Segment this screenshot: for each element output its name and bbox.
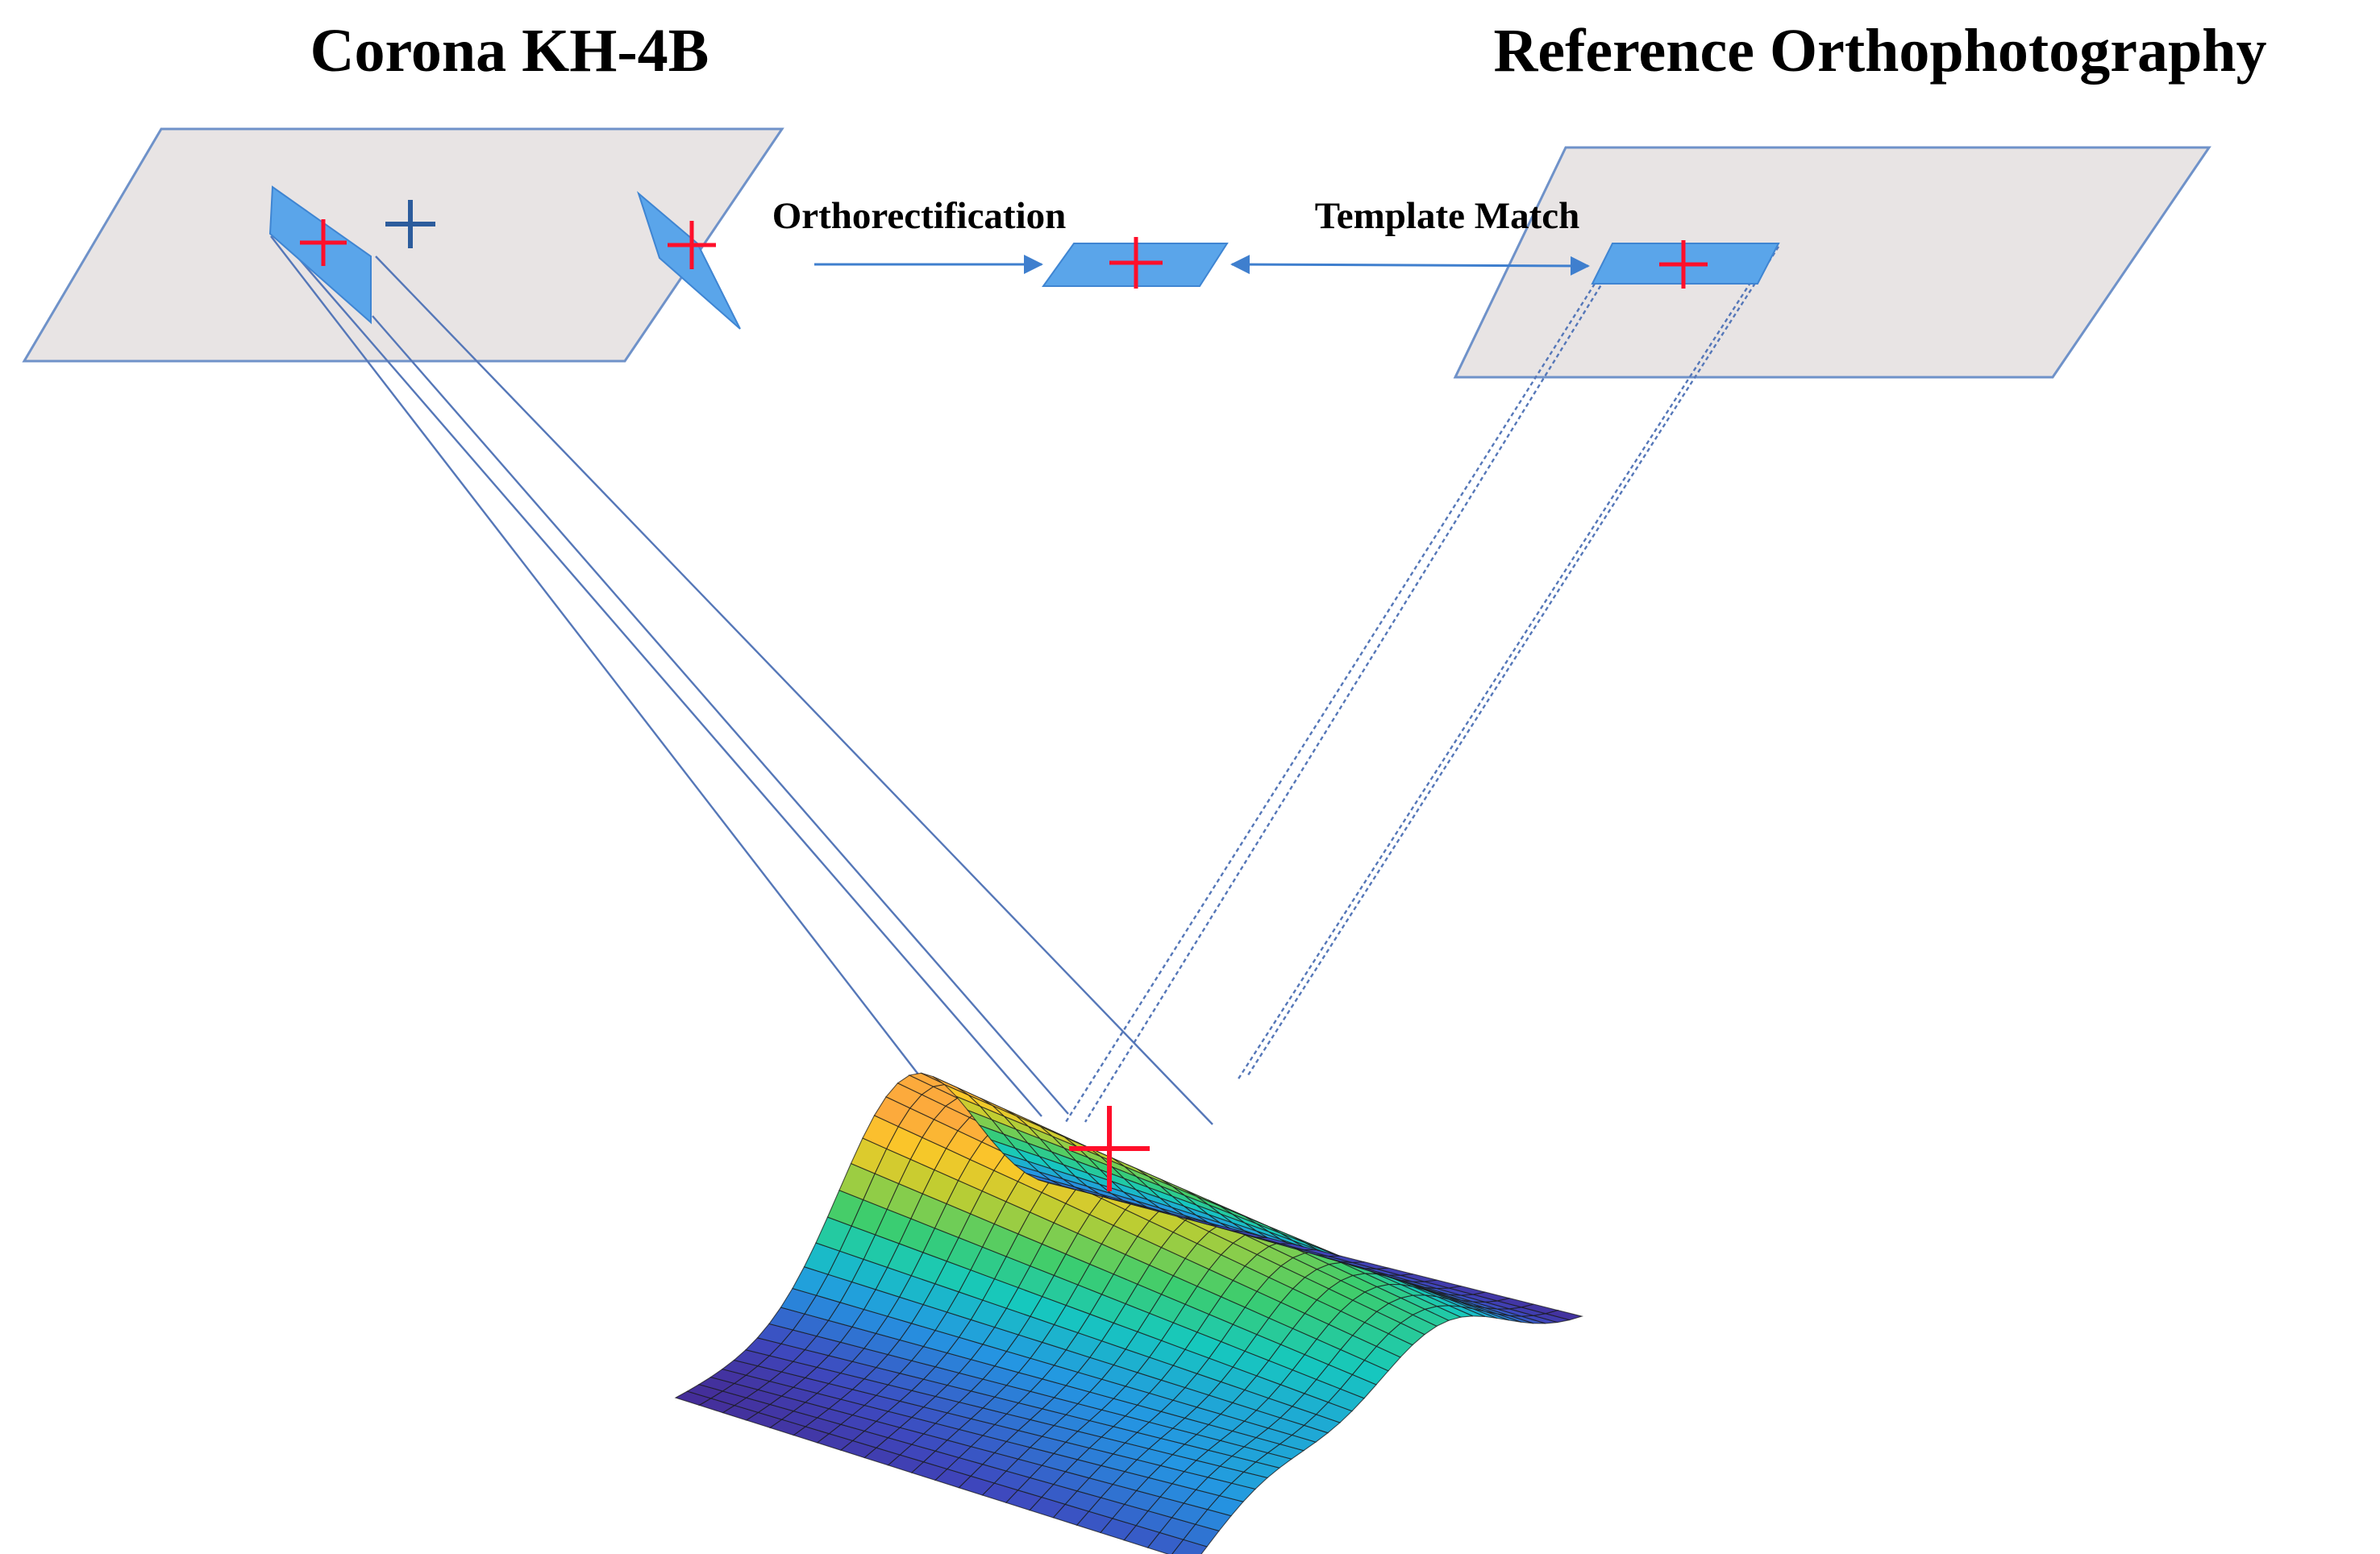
red-cross-icon xyxy=(668,221,716,269)
red-cross-icon xyxy=(300,219,347,266)
corona-image-plane xyxy=(22,127,784,363)
reference-ray xyxy=(1064,283,1596,1123)
corona-patch-left xyxy=(268,185,372,325)
red-cross-icon xyxy=(1069,1106,1150,1191)
template-match-arrow xyxy=(1230,255,1590,276)
corona-ray xyxy=(375,256,1213,1125)
reference-title: Reference Orthophotography xyxy=(1493,17,2266,85)
corona-patch-right xyxy=(636,190,741,330)
corona-ray xyxy=(277,233,1042,1117)
corona-ray xyxy=(372,315,1069,1115)
red-cross-icon xyxy=(1659,240,1708,289)
terrain-mesh-cell xyxy=(1038,1179,1075,1190)
red-cross-icon xyxy=(1109,237,1163,289)
reference-projection-rays xyxy=(1064,246,1780,1123)
corona-projection-rays xyxy=(270,233,1213,1153)
reference-ray xyxy=(1236,251,1772,1081)
reference-image-plane xyxy=(1453,146,2211,379)
template-match-label: Template Match xyxy=(1315,195,1580,237)
blue-cross-icon xyxy=(385,200,435,248)
orthorectification-label: Orthorectification xyxy=(772,195,1067,237)
terrain-surface xyxy=(674,1072,1584,1554)
reference-ray xyxy=(1084,279,1606,1123)
corona-title: Corona KH-4B xyxy=(310,17,709,85)
reference-ray xyxy=(1246,246,1780,1076)
corona-ray xyxy=(270,235,980,1153)
